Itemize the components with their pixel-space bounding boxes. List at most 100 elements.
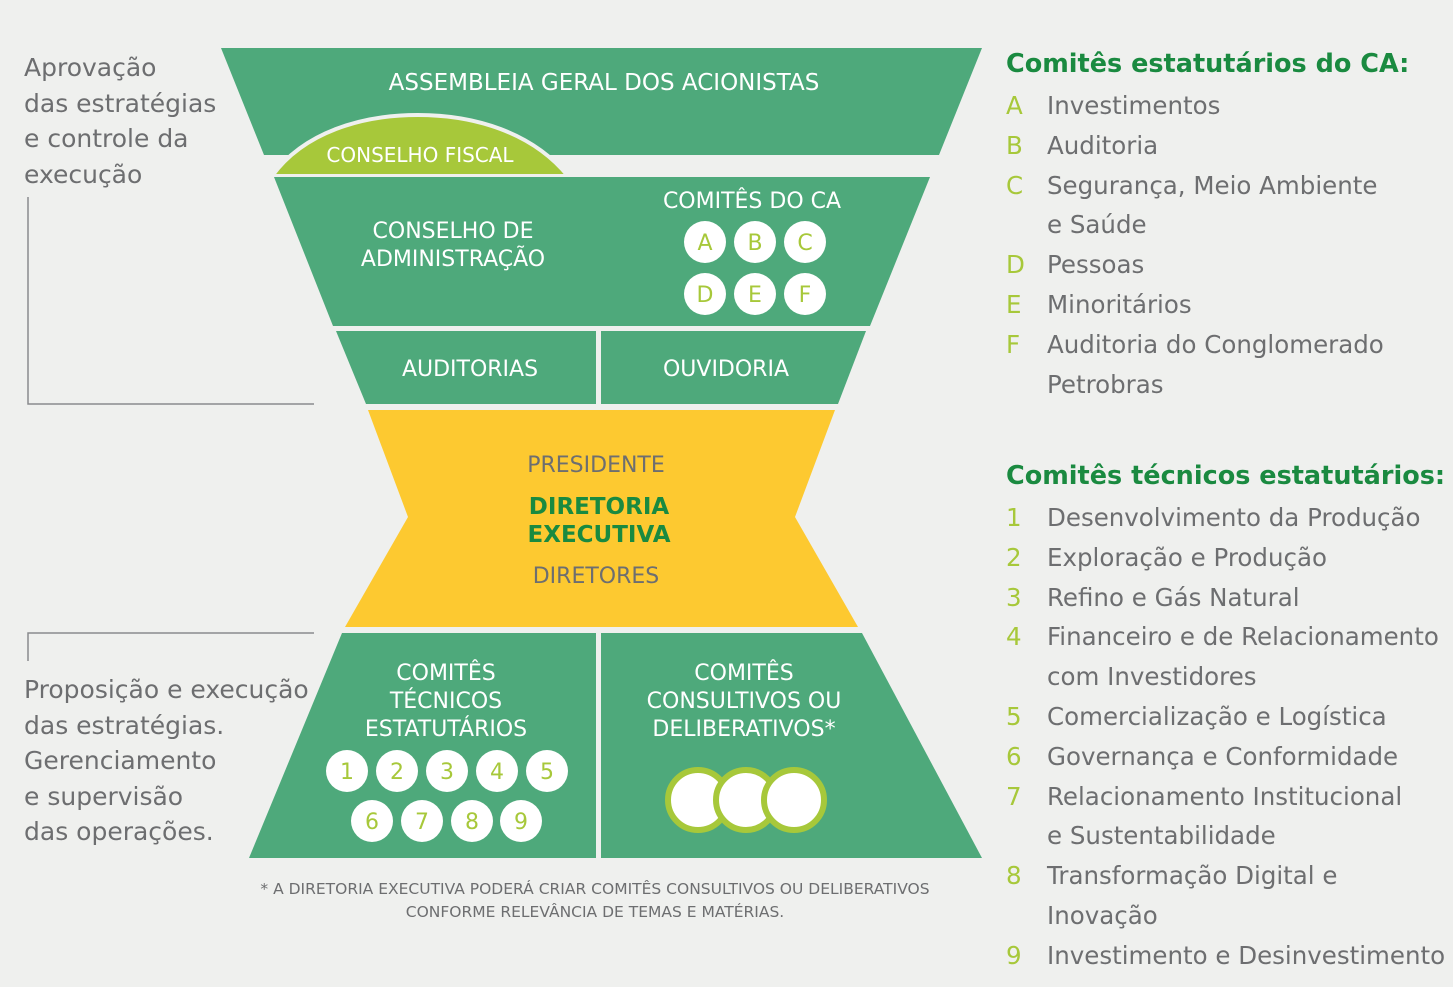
ouvidoria-shape <box>601 331 866 404</box>
legend-key: B <box>1006 130 1023 160</box>
tecnico-label-5: 5 <box>540 760 554 785</box>
legend-key: 6 <box>1006 741 1022 771</box>
legend-label: Segurança, Meio Ambiente e Saúde <box>1047 170 1378 240</box>
legend-key: A <box>1006 91 1023 120</box>
comites-tecnicos-line2: TÉCNICOS <box>389 688 502 714</box>
tecnico-circle-9 <box>500 800 542 842</box>
legend-label: Pessoas <box>1047 250 1145 280</box>
legend-label: Investimentos <box>1047 91 1221 120</box>
legend-key: C <box>1006 170 1024 200</box>
tecnico-circle-4 <box>476 750 518 792</box>
legend-label: Financeiro e de Relacionamento com Inves… <box>1047 622 1439 692</box>
ca-label-a: A <box>697 231 712 256</box>
diretores-label: DIRETORES <box>533 564 660 589</box>
ca-circle-d <box>684 273 726 315</box>
tecnico-circle-8 <box>451 800 493 842</box>
ca-label-e: E <box>748 283 762 308</box>
consultivo-circle-3 <box>761 767 827 833</box>
legend-tecnicos-item: 7 Relacionamento Institucional e Sustenta… <box>1006 777 1453 857</box>
ca-label-d: D <box>697 283 714 308</box>
diretoria-shape <box>345 410 858 627</box>
ca-label-f: F <box>799 283 812 308</box>
presidente-label: PRESIDENTE <box>527 453 665 478</box>
legend-key: 4 <box>1006 622 1022 652</box>
tecnico-circle-7 <box>401 800 443 842</box>
ca-circle-e <box>734 273 776 315</box>
legend-ca: Comitês estatutários do CA: A Investiment… <box>1006 46 1409 404</box>
tecnico-circle-6 <box>351 800 393 842</box>
tecnico-label-6: 6 <box>365 810 379 835</box>
legend-tecnicos-item: 6 Governança e Conformidade <box>1006 737 1453 777</box>
legend-key: 9 <box>1006 940 1022 970</box>
legend-ca-item: C Segurança, Meio Ambiente e Saúde <box>1006 166 1409 246</box>
comites-tecnicos-line1: COMITÊS <box>396 660 495 686</box>
legend-label: Comercialização e Logística <box>1047 701 1387 731</box>
comites-tecnicos-line3: ESTATUTÁRIOS <box>365 716 527 742</box>
comites-consultivos-line2: CONSULTIVOS OU <box>647 689 842 714</box>
legend-key: 2 <box>1006 542 1022 572</box>
legend-ca-item: A Investimentos <box>1006 86 1409 126</box>
tecnico-circle-2 <box>376 750 418 792</box>
legend-ca-item: D Pessoas <box>1006 245 1409 285</box>
legend-key: 1 <box>1006 503 1022 532</box>
legend-label: Auditoria <box>1047 130 1159 160</box>
legend-tecnicos-item: 5 Comercialização e Logística <box>1006 697 1453 737</box>
legend-ca-item: E Minoritários <box>1006 285 1409 325</box>
legend-tecnicos-item: 3 Refino e Gás Natural <box>1006 578 1453 618</box>
legend-label: Minoritários <box>1047 289 1192 319</box>
legend-ca-title: Comitês estatutários do CA: <box>1006 49 1410 79</box>
legend-key: 3 <box>1006 582 1022 612</box>
legend-key: E <box>1006 289 1022 319</box>
legend-ca-item: F Auditoria do Conglomerado Petrobras <box>1006 325 1409 405</box>
legend-tecnicos-item: 4 Financeiro e de Relacionamento com Inve… <box>1006 617 1453 697</box>
tecnico-label-8: 8 <box>465 810 479 835</box>
top-bracket-line <box>27 197 314 405</box>
tecnico-circle-5 <box>526 750 568 792</box>
diretoria-label-line2: EXECUTIVA <box>528 522 671 548</box>
legend-tecnicos-title: Comitês técnicos estatutários: <box>1006 461 1446 491</box>
ca-circle-b <box>734 221 776 263</box>
legend-label: Investimento e Desinvestimento <box>1047 940 1446 970</box>
diretoria-label-line1: DIRETORIA <box>529 494 670 520</box>
ca-committee-circles: A B C D E F <box>684 221 826 315</box>
comites-tecnicos-shape <box>249 633 596 858</box>
legend-key: F <box>1006 329 1021 359</box>
legend-label: Relacionamento Institucional e Sustentab… <box>1047 781 1403 851</box>
legend-label: Transformação Digital e Inovação <box>1047 861 1338 930</box>
tecnico-label-3: 3 <box>440 760 454 785</box>
legend-key: 5 <box>1006 701 1022 731</box>
legend-label: Refino e Gás Natural <box>1047 582 1300 612</box>
auditorias-shape <box>336 331 596 404</box>
tecnico-label-7: 7 <box>415 810 429 835</box>
conselho-adm-label-line2: ADMINISTRAÇÃO <box>361 245 545 272</box>
bottom-left-note: Proposição e execução das estratégias. G… <box>24 675 309 846</box>
conselho-fiscal-shape <box>268 112 573 178</box>
comites-consultivos-line3: DELIBERATIVOS* <box>652 717 835 742</box>
legend-key: 8 <box>1006 861 1022 891</box>
ca-circle-c <box>784 221 826 263</box>
legend-tecnicos-item: 1 Desenvolvimento da Produção <box>1006 498 1453 538</box>
legend-label: Desenvolvimento da Produção <box>1047 503 1421 532</box>
conselho-adm-label-line1: CONSELHO DE <box>373 219 534 244</box>
legend-label: Exploração e Produção <box>1047 542 1327 572</box>
legend-label: Governança e Conformidade <box>1047 741 1399 771</box>
tecnico-label-1: 1 <box>340 760 354 785</box>
legend-key: D <box>1006 250 1025 280</box>
bottom-bracket-line <box>27 632 314 661</box>
comites-consultivos-line1: COMITÊS <box>694 660 793 686</box>
legend-tecnicos-item: 8 Transformação Digital e Inovação <box>1006 856 1453 936</box>
comites-ca-title: COMITÊS DO CA <box>663 188 841 214</box>
legend-key: 7 <box>1006 781 1022 811</box>
legend-label: Auditoria do Conglomerado Petrobras <box>1047 329 1384 399</box>
tecnico-label-2: 2 <box>390 760 404 785</box>
tecnico-circle-3 <box>426 750 468 792</box>
tecnico-circle-1 <box>326 750 368 792</box>
ca-circle-f <box>784 273 826 315</box>
ca-label-c: C <box>797 231 812 256</box>
top-left-note: Aprovação das estratégias e controle da … <box>24 53 217 189</box>
assembleia-label: ASSEMBLEIA GERAL DOS ACIONISTAS <box>389 70 820 96</box>
tecnico-label-4: 4 <box>490 760 504 785</box>
legend-tecnicos-item: 2 Exploração e Produção <box>1006 538 1453 578</box>
ca-label-b: B <box>747 231 762 256</box>
